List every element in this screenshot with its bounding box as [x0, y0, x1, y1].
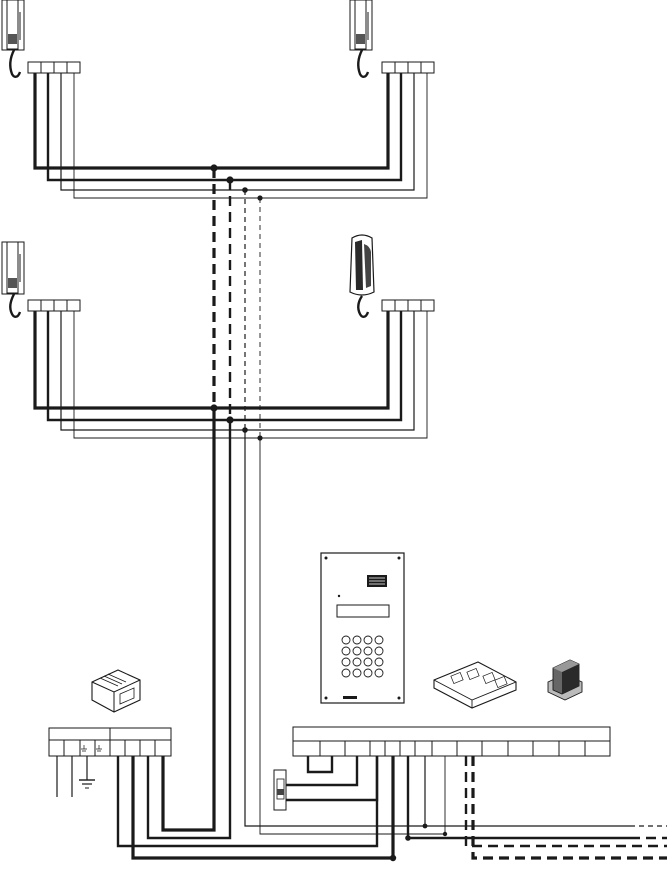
din-rail-power-supply-icon — [92, 670, 140, 712]
panel-output-wires — [390, 756, 667, 861]
power-supply — [49, 670, 171, 756]
electric-door-lock-icon — [274, 770, 286, 810]
mains-wires — [57, 756, 95, 797]
junction-dots — [210, 164, 262, 440]
handset-middle-right — [350, 235, 434, 317]
intercom-handset-dark-icon — [350, 235, 374, 317]
transformer — [548, 660, 582, 700]
handset-middle-left — [2, 242, 80, 317]
control-module-icon — [434, 662, 516, 708]
door-panel-terminals — [293, 727, 610, 756]
control-module — [434, 662, 516, 708]
intercom-handset-icon — [2, 242, 24, 317]
riser-dashed — [214, 168, 260, 438]
keypad-door-panel-icon — [321, 553, 404, 703]
transformer-icon — [548, 660, 582, 700]
intercom-handset-icon — [350, 0, 372, 77]
handset-top-left — [2, 0, 80, 77]
intercom-handset-icon — [2, 0, 24, 77]
handset-top-right — [350, 0, 434, 77]
psu-output-wires — [118, 756, 393, 858]
door-panel — [321, 553, 404, 703]
ground-symbol-icon — [79, 780, 95, 788]
door-lock-wiring — [274, 756, 377, 810]
